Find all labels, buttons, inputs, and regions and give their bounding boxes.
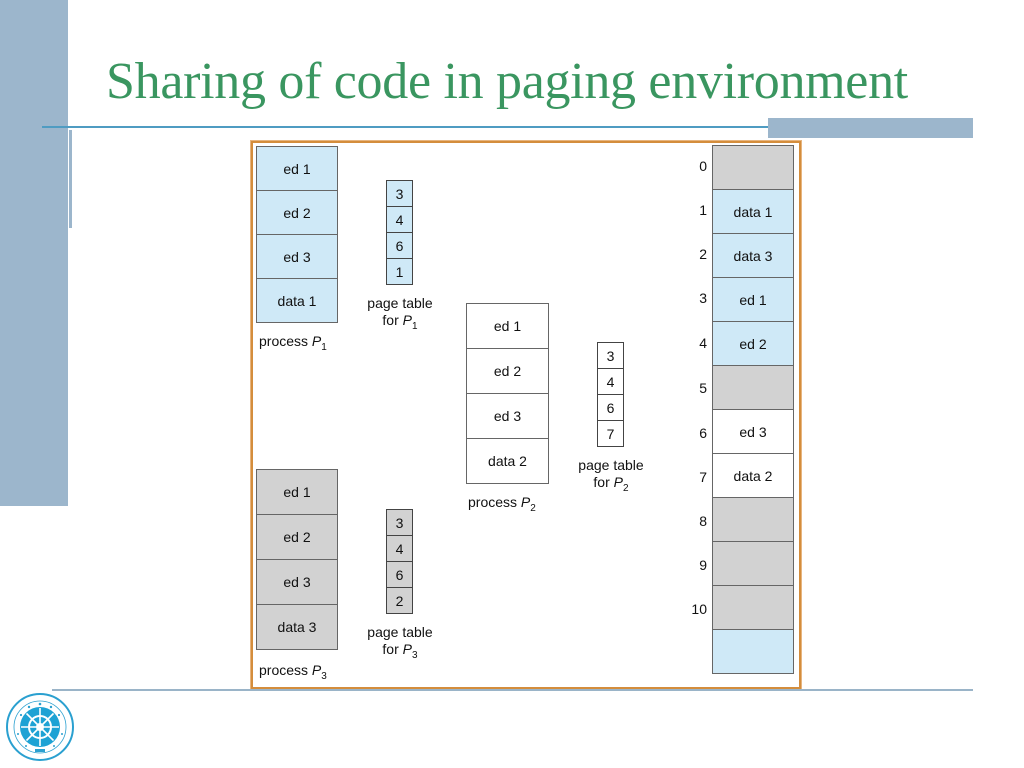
frame-0 (712, 145, 794, 190)
p3-page-ed-3: ed 3 (256, 559, 338, 605)
frame-number-8: 8 (699, 513, 707, 529)
frame-11 (712, 629, 794, 674)
p3-page-ed-1: ed 1 (256, 469, 338, 515)
p2-page-table-entry-1: 4 (597, 368, 624, 395)
frame-8 (712, 497, 794, 542)
frame-5 (712, 365, 794, 410)
p1-page-ed-3: ed 3 (256, 234, 338, 279)
p1-page-table-entry-1: 4 (386, 206, 413, 233)
frame-3: ed 1 (712, 277, 794, 322)
frame-1: data 1 (712, 189, 794, 234)
frame-9 (712, 541, 794, 586)
frame-10 (712, 585, 794, 630)
frame-4: ed 2 (712, 321, 794, 366)
frame-number-1: 1 (699, 202, 707, 218)
footer-rule (52, 689, 973, 691)
frame-number-7: 7 (699, 469, 707, 485)
frame-6: ed 3 (712, 409, 794, 454)
frame-number-5: 5 (699, 380, 707, 396)
p3-page-table-entry-1: 4 (386, 535, 413, 562)
p3-page-table-entry-3: 2 (386, 587, 413, 614)
left-accent-stripe (69, 130, 72, 228)
p3-page-table-entry-0: 3 (386, 509, 413, 536)
frame-number-6: 6 (699, 425, 707, 441)
frame-2: data 3 (712, 233, 794, 278)
left-accent-bar (0, 0, 68, 506)
p2-page-data-2: data 2 (466, 438, 549, 484)
process-p3-label: process P3 (259, 662, 327, 682)
p2-page-ed-3: ed 3 (466, 393, 549, 439)
p1-page-ed-2: ed 2 (256, 190, 338, 235)
frame-number-2: 2 (699, 246, 707, 262)
frame-number-9: 9 (699, 557, 707, 573)
p2-page-ed-2: ed 2 (466, 348, 549, 394)
frame-7: data 2 (712, 453, 794, 498)
p3-page-data-3: data 3 (256, 604, 338, 650)
p3-page-table-entry-2: 6 (386, 561, 413, 588)
p2-page-table-entry-3: 7 (597, 420, 624, 447)
paging-diagram: ed 1 ed 2 ed 3 data 1 process P1 3 4 6 1… (251, 141, 801, 689)
p1-page-table-entry-3: 1 (386, 258, 413, 285)
p2-page-table-entry-0: 3 (597, 342, 624, 369)
p1-page-ed-1: ed 1 (256, 146, 338, 191)
p2-page-ed-1: ed 1 (466, 303, 549, 349)
p2-page-table-entry-2: 6 (597, 394, 624, 421)
title-accent-block (768, 118, 973, 138)
title-underline (42, 126, 973, 128)
p3-page-ed-2: ed 2 (256, 514, 338, 560)
process-p2-label: process P2 (468, 494, 536, 514)
process-p1-label: process P1 (259, 333, 327, 353)
frame-number-4: 4 (699, 335, 707, 351)
university-seal-icon (6, 693, 74, 761)
p1-page-data-1: data 1 (256, 278, 338, 323)
p1-page-table-entry-0: 3 (386, 180, 413, 207)
slide-title: Sharing of code in paging environment (106, 53, 908, 110)
frame-number-10: 10 (691, 601, 707, 617)
frame-number-0: 0 (699, 158, 707, 174)
p1-page-table-entry-2: 6 (386, 232, 413, 259)
frame-number-3: 3 (699, 290, 707, 306)
